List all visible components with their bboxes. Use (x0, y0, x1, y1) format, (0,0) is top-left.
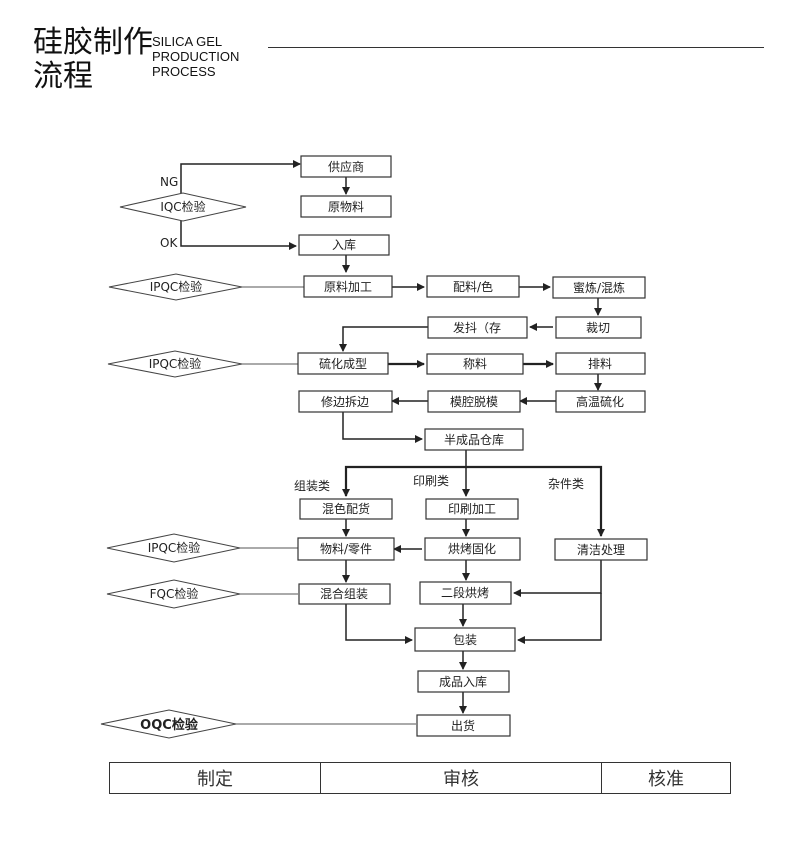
process-flowchart: 供应商 原物料 入库 原料加工 配料/色 蜜炼/混炼 裁切 发抖（存 硫化成型 … (100, 155, 648, 739)
check-ipqc-1: IPQC检验 (108, 273, 243, 301)
connector-lines (180, 160, 605, 725)
svg-text:修边拆边: 修边拆边 (321, 394, 369, 409)
node-weighing: 称料 (426, 353, 524, 375)
svg-text:半成品仓库: 半成品仓库 (444, 432, 504, 447)
node-demolding: 模腔脱模 (427, 390, 521, 413)
subtitle-line2: PRODUCTION (152, 49, 240, 64)
svg-text:高温硫化: 高温硫化 (576, 394, 624, 409)
subtitle-line1: SILICA GEL (152, 34, 223, 49)
svg-text:混合组装: 混合组装 (320, 586, 368, 601)
node-semi-finished-warehouse: 半成品仓库 (424, 428, 524, 451)
svg-text:清洁处理: 清洁处理 (577, 543, 625, 557)
svg-text:包装: 包装 (453, 633, 477, 647)
svg-text:混色配货: 混色配货 (322, 501, 370, 516)
check-ipqc-2: IPQC检验 (107, 350, 243, 378)
svg-text:称料: 称料 (463, 357, 487, 371)
page-title: 硅胶制作 流程 (33, 26, 153, 94)
check-oqc: OQC检验 (100, 709, 237, 739)
svg-text:发抖（存: 发抖（存 (453, 320, 501, 335)
node-milling: 蜜炼/混炼 (552, 276, 646, 299)
svg-text:配料/色: 配料/色 (453, 280, 493, 294)
title-divider (268, 47, 764, 48)
label-print-group: 印刷类 (413, 474, 449, 488)
node-cutting: 裁切 (555, 316, 642, 339)
node-bake-cure: 烘烤固化 (424, 537, 521, 561)
svg-text:原物料: 原物料 (328, 200, 364, 214)
label-assembly-group: 组装类 (294, 479, 330, 493)
node-vulcanize-mold: 硫化成型 (297, 352, 389, 375)
node-color-matching: 混色配货 (299, 498, 393, 520)
node-parts: 物料/零件 (297, 537, 395, 561)
node-second-bake: 二段烘烤 (419, 581, 512, 605)
check-ipqc-3: IPQC检验 (106, 533, 241, 563)
check-iqc: IQC检验 (119, 192, 247, 222)
svg-text:IQC检验: IQC检验 (160, 199, 205, 214)
label-ng: NG (160, 175, 178, 189)
svg-text:IPQC检验: IPQC检验 (148, 540, 201, 555)
signoff-table: 制定 审核 核准 (109, 762, 731, 794)
page-title-line1: 硅胶制作 (33, 25, 153, 60)
svg-text:烘烤固化: 烘烤固化 (448, 541, 496, 556)
node-supplier: 供应商 (300, 155, 392, 178)
signoff-reviewed: 审核 (321, 763, 602, 793)
node-dispatch: 发抖（存 (427, 316, 528, 339)
svg-text:原料加工: 原料加工 (324, 280, 372, 294)
svg-text:排料: 排料 (588, 357, 612, 371)
svg-text:成品入库: 成品入库 (439, 674, 487, 689)
node-print-processing: 印刷加工 (425, 498, 519, 520)
node-arranging: 排料 (555, 352, 646, 375)
node-store-in: 入库 (298, 234, 390, 256)
node-high-temp-vulcanize: 高温硫化 (555, 390, 646, 413)
signoff-approved: 核准 (648, 769, 684, 790)
node-trimming: 修边拆边 (298, 390, 393, 413)
svg-text:裁切: 裁切 (586, 321, 610, 335)
label-ok: OK (160, 236, 178, 250)
page-subtitle-en: SILICA GEL PRODUCTION PROCESS (152, 34, 239, 79)
svg-text:供应商: 供应商 (328, 159, 364, 174)
node-assembly: 混合组装 (298, 583, 391, 605)
svg-text:蜜炼/混炼: 蜜炼/混炼 (573, 280, 625, 295)
svg-text:IPQC检验: IPQC检验 (149, 356, 202, 371)
subtitle-line3: PROCESS (152, 64, 216, 79)
svg-text:出货: 出货 (451, 718, 475, 733)
node-finished-goods: 成品入库 (417, 670, 510, 693)
svg-text:IPQC检验: IPQC检验 (150, 279, 203, 294)
node-raw-processing: 原料加工 (303, 275, 393, 298)
svg-text:物料/零件: 物料/零件 (320, 542, 372, 556)
label-misc-group: 杂件类 (548, 477, 584, 491)
svg-text:FQC检验: FQC检验 (150, 586, 199, 601)
svg-text:模腔脱模: 模腔脱模 (450, 394, 498, 409)
svg-text:OQC检验: OQC检验 (140, 717, 199, 733)
check-fqc: FQC检验 (106, 579, 241, 609)
svg-text:印刷加工: 印刷加工 (448, 502, 496, 516)
node-raw-material: 原物料 (300, 195, 392, 218)
page-title-line2: 流程 (33, 59, 93, 94)
signoff-prepared: 制定 (110, 763, 321, 793)
svg-text:硫化成型: 硫化成型 (319, 356, 367, 371)
svg-text:二段烘烤: 二段烘烤 (441, 585, 489, 600)
svg-text:入库: 入库 (332, 237, 356, 252)
node-shipping: 出货 (416, 714, 511, 737)
node-mix-color: 配料/色 (426, 275, 520, 298)
node-cleaning: 清洁处理 (554, 538, 648, 561)
node-packing: 包装 (414, 627, 516, 652)
